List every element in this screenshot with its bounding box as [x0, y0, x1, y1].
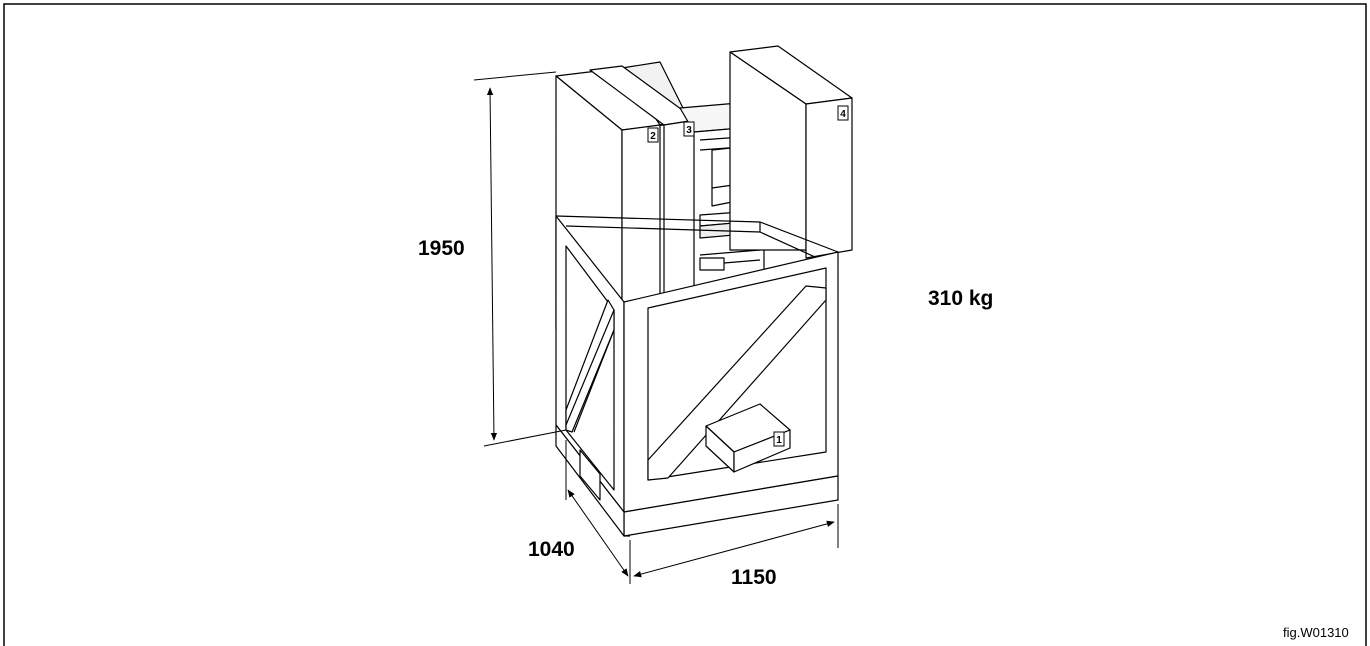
tag-2: 2 — [647, 127, 659, 143]
depth-dimension-label: 1040 — [528, 538, 575, 561]
tag-2-label: 2 — [650, 131, 656, 142]
tag-1: 1 — [773, 431, 785, 447]
width-arrow — [633, 520, 835, 578]
height-extension-top — [473, 71, 557, 81]
figure-id: fig.W01310 — [1283, 625, 1349, 640]
panel-box-4 — [729, 45, 853, 259]
crate-left-side — [555, 215, 625, 513]
dimension-lines — [473, 71, 839, 584]
weight-label: 310 kg — [928, 287, 994, 310]
tag-3: 3 — [683, 121, 695, 137]
depth-arrow — [567, 489, 629, 577]
tag-4: 4 — [837, 105, 849, 121]
height-dimension-label: 1950 — [418, 237, 465, 260]
tag-1-label: 1 — [776, 435, 782, 446]
height-extension-bottom — [483, 429, 567, 447]
crate-back — [555, 215, 839, 263]
tag-4-label: 4 — [840, 109, 846, 120]
height-arrow — [486, 87, 498, 441]
tag-3-label: 3 — [686, 125, 692, 136]
width-dimension-label: 1150 — [731, 566, 777, 589]
document-frame — [3, 3, 1367, 646]
part-tags: 2 3 4 1 — [647, 105, 849, 447]
